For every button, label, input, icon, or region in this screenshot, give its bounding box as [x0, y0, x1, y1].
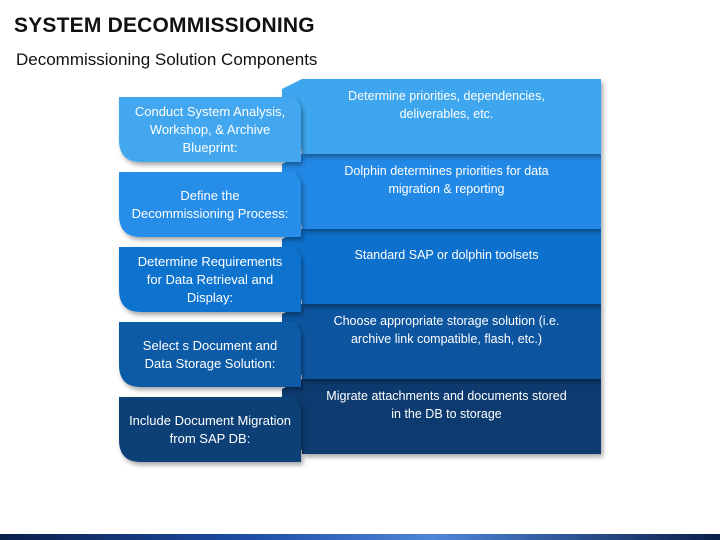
step-5-label: Include Document Migration from SAP DB: [129, 412, 291, 446]
footer-bar [0, 534, 720, 540]
step-4-label-tab [119, 322, 301, 387]
step-5-description: Migrate attachments and documents stored… [326, 388, 567, 421]
page-subtitle: Decommissioning Solution Components [16, 50, 318, 69]
step-4-description: Choose appropriate storage solution (i.e… [333, 313, 560, 346]
step-1-description-band [282, 79, 601, 154]
page-title: SYSTEM DECOMMISSIONING [14, 14, 315, 37]
step-4-label: Select s Document and Data Storage Solut… [142, 337, 278, 371]
step-3-description-band [282, 229, 601, 304]
step-5-description-band [282, 379, 601, 454]
step-3-description: Standard SAP or dolphin toolsets [354, 247, 539, 262]
step-4-description-band [282, 304, 601, 379]
step-2-description: Dolphin determines priorities for data m… [344, 163, 549, 196]
step-2-label-tab [119, 172, 301, 237]
step-1-label: Conduct System Analysis, Workshop, & Arc… [134, 103, 286, 155]
step-3-label: Determine Requirements for Data Retrieva… [137, 253, 283, 305]
step-5-label-tab [119, 397, 301, 462]
step-1-label-tab [119, 97, 301, 162]
step-1-description: Determine priorities, dependencies, deli… [348, 88, 545, 121]
step-3-label-tab [119, 247, 301, 312]
step-2-label: Define the Decommissioning Process: [131, 187, 289, 221]
step-2-description-band [282, 154, 601, 229]
